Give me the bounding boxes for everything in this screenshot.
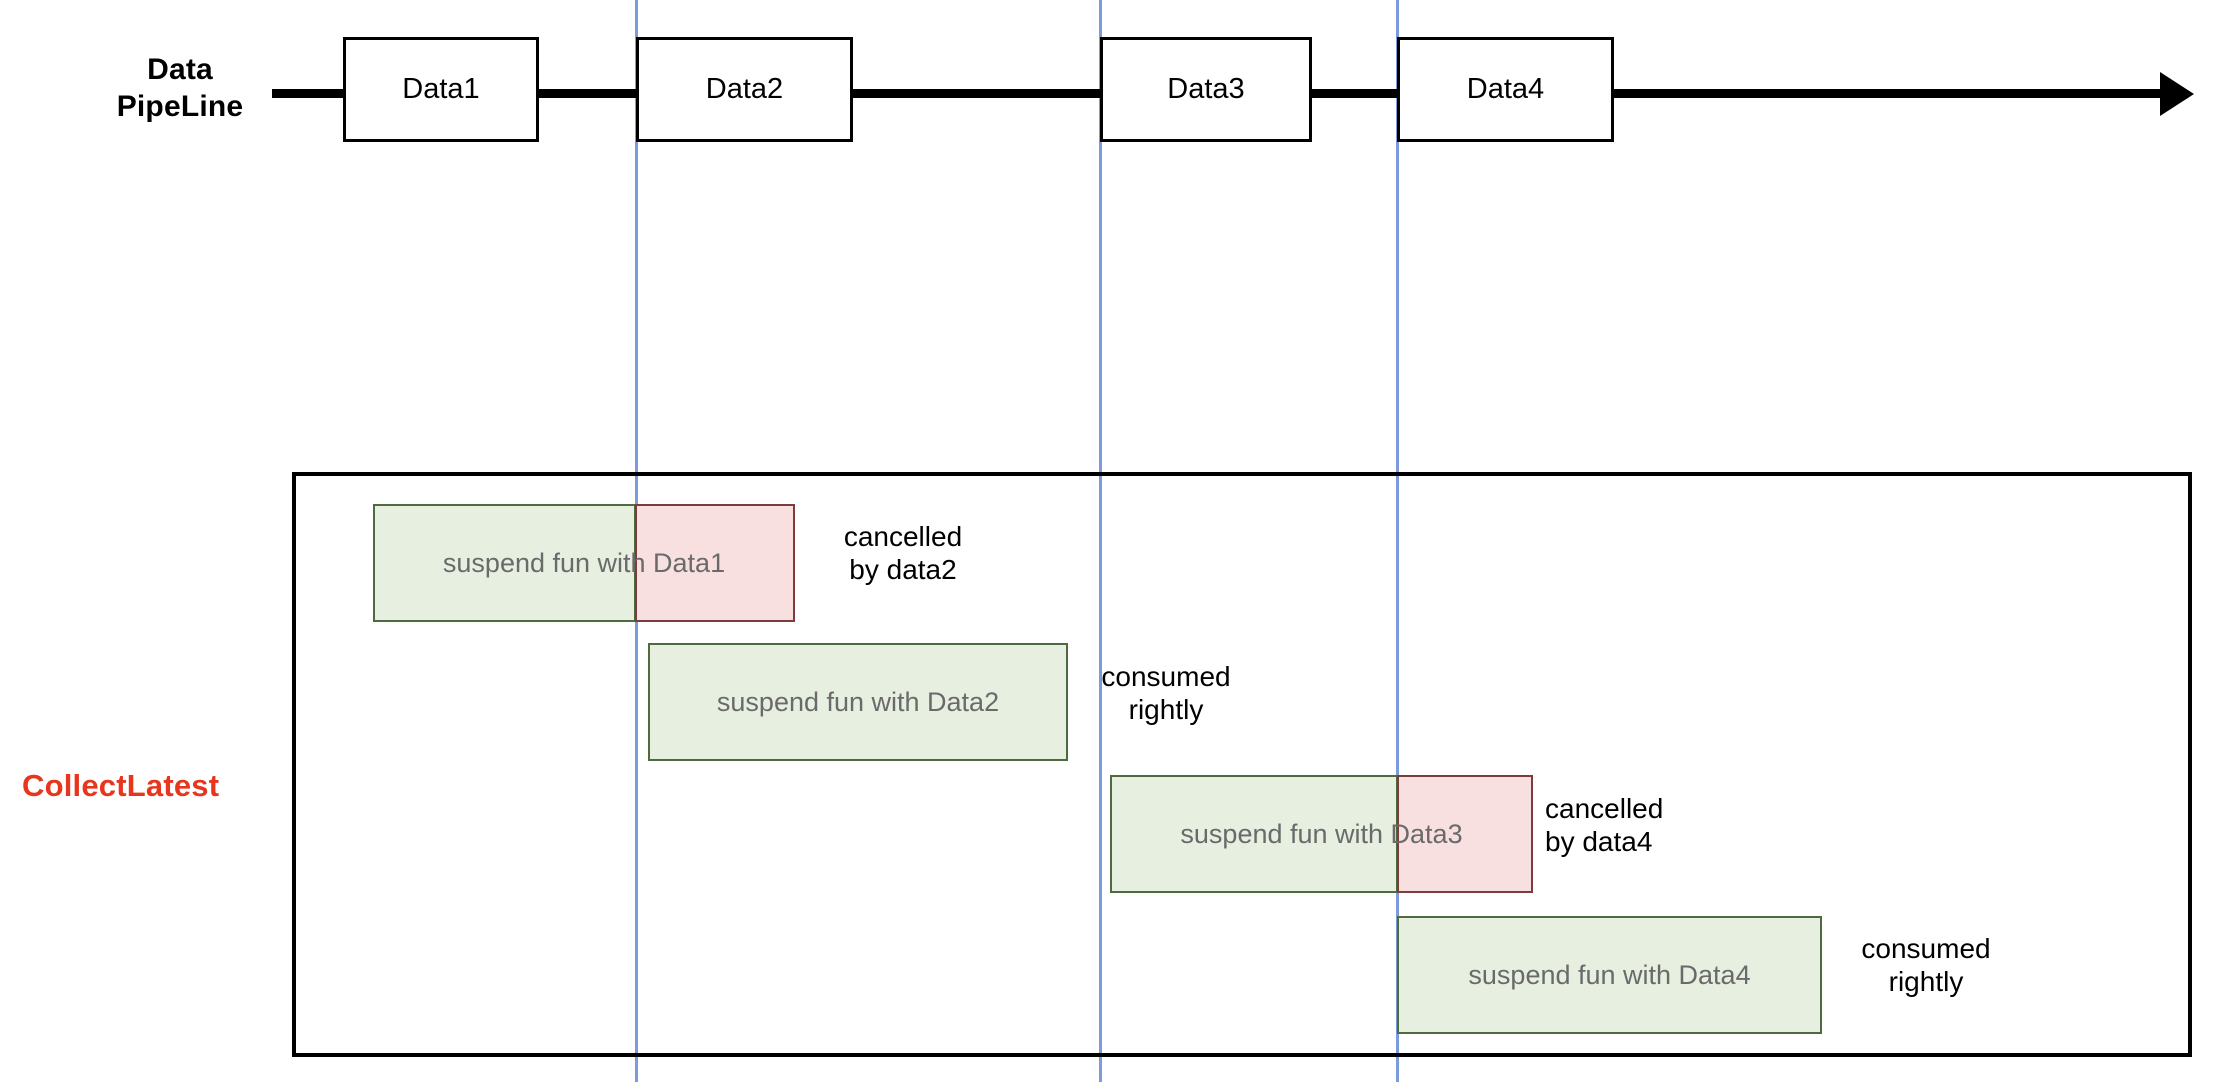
- suspend-bar-data1[interactable]: suspend fun with Data1: [373, 504, 795, 622]
- annotation-line1: consumed: [1101, 661, 1231, 692]
- suspend-bar-active-segment: [1397, 916, 1822, 1034]
- annotation-line1: cancelled: [843, 521, 963, 552]
- suspend-bar-data4[interactable]: suspend fun with Data4: [1397, 916, 1822, 1034]
- annotation-data2: consumed rightly: [1071, 660, 1261, 726]
- suspend-bar-label: suspend fun with Data2: [716, 686, 1000, 717]
- pipeline-box-label: Data2: [705, 73, 784, 105]
- annotation-line1: cancelled: [1545, 793, 1664, 824]
- pipeline-box-data2[interactable]: Data2: [636, 37, 853, 142]
- suspend-bar-active-segment: [373, 504, 636, 622]
- suspend-bar-data3[interactable]: suspend fun with Data3: [1110, 775, 1533, 893]
- pipeline-segment-3: [1310, 89, 1400, 98]
- annotation-line2: rightly: [1888, 966, 1964, 998]
- annotation-line1: consumed: [1861, 933, 1991, 964]
- suspend-bar-cancelled-segment: [635, 504, 795, 622]
- pipeline-box-label: Data4: [1466, 73, 1545, 105]
- collect-latest-label: CollectLatest: [22, 768, 220, 803]
- pipeline-segment-1: [537, 89, 639, 98]
- right-arrow-icon: [2160, 72, 2194, 116]
- suspend-bar-label: suspend fun with Data4: [1468, 959, 1751, 990]
- suspend-bar-label: suspend fun with Data3: [1180, 818, 1463, 849]
- pipeline-segment-4: [1613, 89, 2166, 98]
- annotation-line2: by data2: [849, 554, 957, 586]
- annotation-data1: cancelled by data2: [808, 520, 998, 586]
- suspend-bar-active-segment: [648, 643, 1068, 761]
- annotation-data3: cancelled by data4: [1545, 792, 1765, 858]
- pipeline-box-label: Data3: [1167, 73, 1245, 105]
- time-guide-line-3: [1396, 0, 1399, 1082]
- collect-latest-frame: [292, 472, 2192, 1057]
- pipeline-box-label: Data1: [402, 73, 480, 105]
- suspend-bar-cancelled-segment: [1397, 775, 1533, 893]
- suspend-bar-data2[interactable]: suspend fun with Data2: [648, 643, 1068, 761]
- pipeline-box-data1[interactable]: Data1: [343, 37, 539, 142]
- annotation-data4: consumed rightly: [1826, 932, 2026, 998]
- pipeline-label: Data PipeLine: [90, 52, 270, 125]
- pipeline-segment-2: [853, 89, 1103, 98]
- annotation-line2: by data4: [1545, 826, 1653, 858]
- suspend-bar-active-segment: [1110, 775, 1398, 893]
- suspend-bar-label: suspend fun with Data1: [442, 547, 726, 578]
- annotation-line2: rightly: [1128, 694, 1204, 726]
- time-guide-line-2: [1099, 0, 1102, 1082]
- pipeline-box-data4[interactable]: Data4: [1397, 37, 1614, 142]
- pipeline-label-line1: Data: [147, 53, 213, 86]
- pipeline-box-data3[interactable]: Data3: [1100, 37, 1312, 142]
- pipeline-label-line2: PipeLine: [116, 89, 244, 123]
- pipeline-segment-0: [272, 89, 344, 98]
